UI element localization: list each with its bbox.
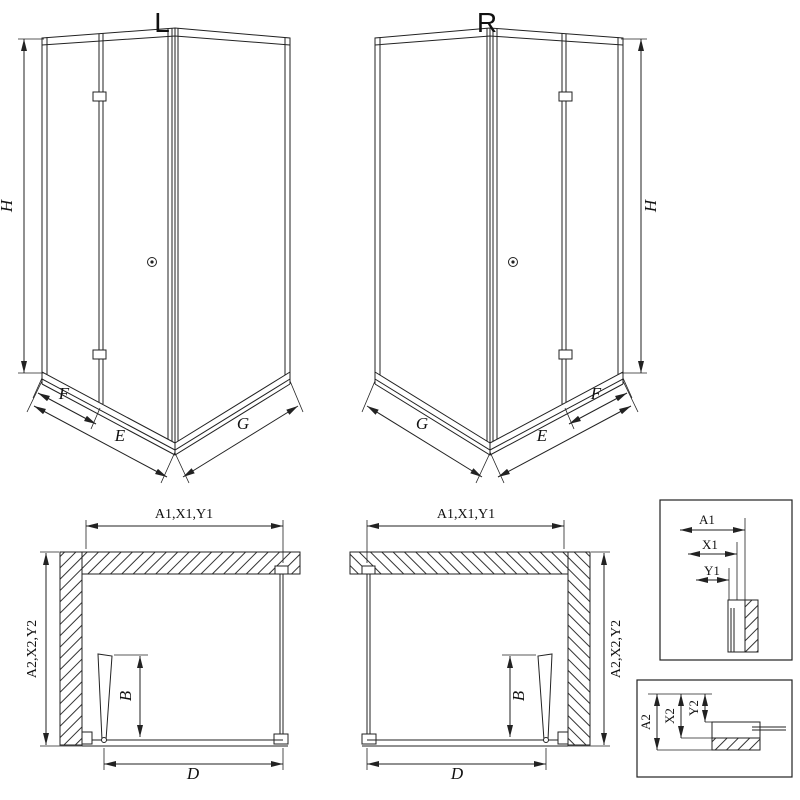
left-variant-perspective [18,28,303,483]
dim-label-F-left: F [58,384,70,403]
dim-label-H-right: H [641,198,660,213]
tray-hatch [711,737,761,751]
dim-label-G-left: G [237,414,249,433]
left-variant-label: L [154,7,170,38]
detail-label-X1: X1 [702,537,718,552]
detail-label-X2: X2 [662,708,677,724]
plan-fold-label-left: B [116,690,135,701]
detail-frame [659,499,793,661]
wall-hatch [744,599,759,653]
plan-width-label-right: A1,X1,Y1 [437,507,495,522]
plan-fold-label-right: B [509,690,528,701]
detail-label-Y2: Y2 [686,700,701,716]
detail-frame [636,679,793,778]
plan-opening-label-right: D [450,764,464,783]
detail-label-A2: A2 [638,714,653,730]
right-variant-perspective [362,28,647,483]
plan-depth-label-right: A2,X2,Y2 [609,620,624,678]
dim-label-F-right: F [590,384,602,403]
plan-depth-label-left: A2,X2,Y2 [25,620,40,678]
dim-label-H-left: H [0,198,16,213]
dim-label-G-right: G [416,414,428,433]
right-variant-plan [350,520,610,770]
detail-label-Y1: Y1 [704,563,720,578]
plan-opening-label-left: D [186,764,200,783]
dim-label-E-right: E [536,426,548,445]
plan-width-label-left: A1,X1,Y1 [155,507,213,522]
profile-detail-vertical: A2 X2 Y2 [636,679,793,778]
profile-detail-horizontal: A1 X1 Y1 [659,499,793,661]
detail-label-A1: A1 [699,512,715,527]
dim-label-E-left: E [114,426,126,445]
left-variant-plan [40,520,300,770]
right-variant-label: R [477,7,497,38]
